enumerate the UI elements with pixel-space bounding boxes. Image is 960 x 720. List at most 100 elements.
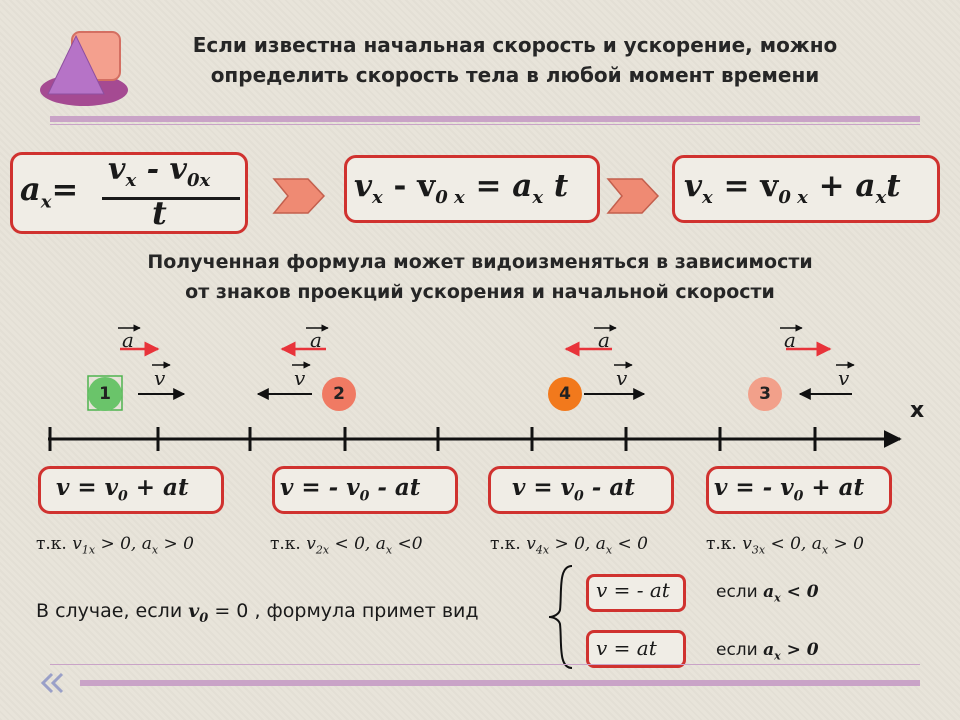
- title-divider-thin: [50, 124, 920, 125]
- arrow-chevron-icon-2: [606, 178, 660, 214]
- f3-v: v: [684, 168, 703, 204]
- cond-3-pre: т.к.: [490, 534, 527, 554]
- formula-box-velocity-difference: [344, 155, 600, 223]
- case-condition-2: т.к. v2x < 0, ax <0: [270, 534, 423, 556]
- case-box-4: [706, 466, 892, 514]
- fraction-numerator: vx - v0x: [108, 152, 210, 191]
- cond-3-end: < 0: [612, 534, 648, 554]
- case-formula-3: v = v0 - at: [512, 474, 635, 505]
- pos-cond-sub: x: [774, 649, 781, 663]
- statement-post: = 0 , формула примет вид: [208, 600, 479, 622]
- cond-4-vsub: 3x: [751, 543, 766, 557]
- neg-cond-pre: если: [716, 582, 764, 602]
- formula-box-velocity: [672, 155, 940, 223]
- f3-sub1: x: [702, 187, 713, 209]
- arrow-chevron-icon-1: [272, 178, 326, 214]
- num-v0-sub: 0x: [186, 170, 211, 191]
- fraction-denominator: t: [152, 194, 167, 232]
- case-2-rest: - at: [369, 474, 421, 501]
- body-3-a-label: a: [784, 328, 796, 352]
- f3-mid: = v: [712, 168, 779, 204]
- body-2-circle: 2: [322, 377, 356, 411]
- f2-sub3: x: [532, 187, 544, 209]
- zero-case-formula-negative: v = - at: [596, 578, 670, 602]
- cond-1-vsub: 1x: [81, 543, 96, 557]
- statement-v: v: [188, 600, 200, 622]
- cond-2-vsub: 2x: [315, 543, 330, 557]
- body-2-a-label: a: [310, 328, 322, 352]
- statement-vsub: 0: [199, 610, 209, 626]
- a-sub: x: [40, 191, 52, 213]
- cond-1-asub: x: [151, 543, 159, 557]
- neg-cond-a: a: [763, 582, 775, 602]
- cond-2-a: a: [375, 534, 386, 554]
- cond-4-v: v: [742, 534, 752, 554]
- case-4-lhs: v = - v: [714, 474, 794, 501]
- bottom-divider: [80, 680, 920, 686]
- cond-4-a: a: [811, 534, 822, 554]
- axis-ticks: [48, 427, 817, 451]
- body-4-v-label: v: [616, 366, 628, 390]
- f3-plus: + a: [807, 168, 876, 204]
- case-4-rest: + at: [803, 474, 865, 501]
- cond-2-end: <0: [392, 534, 423, 554]
- case-2-sub: 0: [359, 488, 370, 505]
- case-condition-1: т.к. v1x > 0, ax > 0: [36, 534, 194, 556]
- cond-2-mid: < 0,: [329, 534, 376, 554]
- case-box-negative: [586, 574, 686, 612]
- a-symbol: a: [20, 170, 41, 208]
- num-v-sub: x: [125, 170, 137, 191]
- f3-sub3: x: [875, 187, 887, 209]
- case-condition-3: т.к. v4x > 0, ax < 0: [490, 534, 648, 556]
- subtitle: Полученная формула может видоизменяться …: [60, 247, 900, 307]
- f3-sub2: 0 x: [778, 187, 808, 209]
- case-1-rest: + at: [127, 474, 189, 501]
- body-3-v-label: v: [838, 366, 850, 390]
- zero-case-condition-positive: если ax > 0: [716, 640, 819, 662]
- cond-2-v: v: [306, 534, 316, 554]
- pos-cond-end: > 0: [780, 640, 819, 660]
- case-condition-4: т.к. v3x < 0, ax > 0: [706, 534, 864, 556]
- velocity-difference-formula: vx - v0 x = ax t: [354, 168, 568, 208]
- zero-case-condition-negative: если ax < 0: [716, 582, 819, 604]
- cond-1-v: v: [72, 534, 82, 554]
- case-4-sub: 0: [793, 488, 804, 505]
- case-2-lhs: v = - v: [280, 474, 360, 501]
- body-2-v-label: v: [294, 366, 306, 390]
- formula-box-acceleration: [10, 152, 248, 234]
- cond-3-mid: > 0,: [549, 534, 596, 554]
- fraction-bar: [102, 197, 240, 200]
- num-v: v: [108, 152, 126, 187]
- case-box-1: [38, 466, 224, 514]
- title-line-2: определить скорость тела в любой момент …: [210, 63, 820, 87]
- equals-sign: =: [51, 170, 79, 208]
- f2-t: t: [543, 168, 569, 204]
- zero-velocity-statement: В случае, если v0 = 0 , формула примет в…: [36, 600, 479, 626]
- statement-pre: В случае, если: [36, 600, 189, 622]
- body-1-v-label: v: [154, 366, 166, 390]
- neg-cond-end: < 0: [780, 582, 819, 602]
- cond-4-mid: < 0,: [765, 534, 812, 554]
- case-box-positive: [586, 630, 686, 668]
- acceleration-lhs: ax=: [20, 170, 78, 212]
- cond-4-asub: x: [821, 543, 829, 557]
- case-3-lhs: v = v: [512, 474, 575, 501]
- f2-v: v: [354, 168, 373, 204]
- subtitle-line-2: от знаков проекций ускорения и начальной…: [185, 281, 775, 303]
- f3-t: t: [886, 168, 901, 204]
- cond-1-a: a: [141, 534, 152, 554]
- neg-cond-sub: x: [774, 591, 781, 605]
- body-4-circle: 4: [548, 377, 582, 411]
- pos-cond-pre: если: [716, 640, 764, 660]
- motion-diagram: [48, 324, 902, 451]
- chevrons-left-icon: [40, 672, 64, 694]
- f2-sub2: 0 x: [435, 187, 465, 209]
- bottom-divider-thin: [50, 664, 920, 665]
- case-formula-2: v = - v0 - at: [280, 474, 420, 505]
- cond-4-pre: т.к.: [706, 534, 743, 554]
- cond-3-vsub: 4x: [535, 543, 550, 557]
- title-line-1: Если известна начальная скорость и ускор…: [192, 33, 838, 57]
- cond-3-asub: x: [605, 543, 613, 557]
- case-1-lhs: v = v: [56, 474, 119, 501]
- body-1-circle: 1: [88, 377, 122, 411]
